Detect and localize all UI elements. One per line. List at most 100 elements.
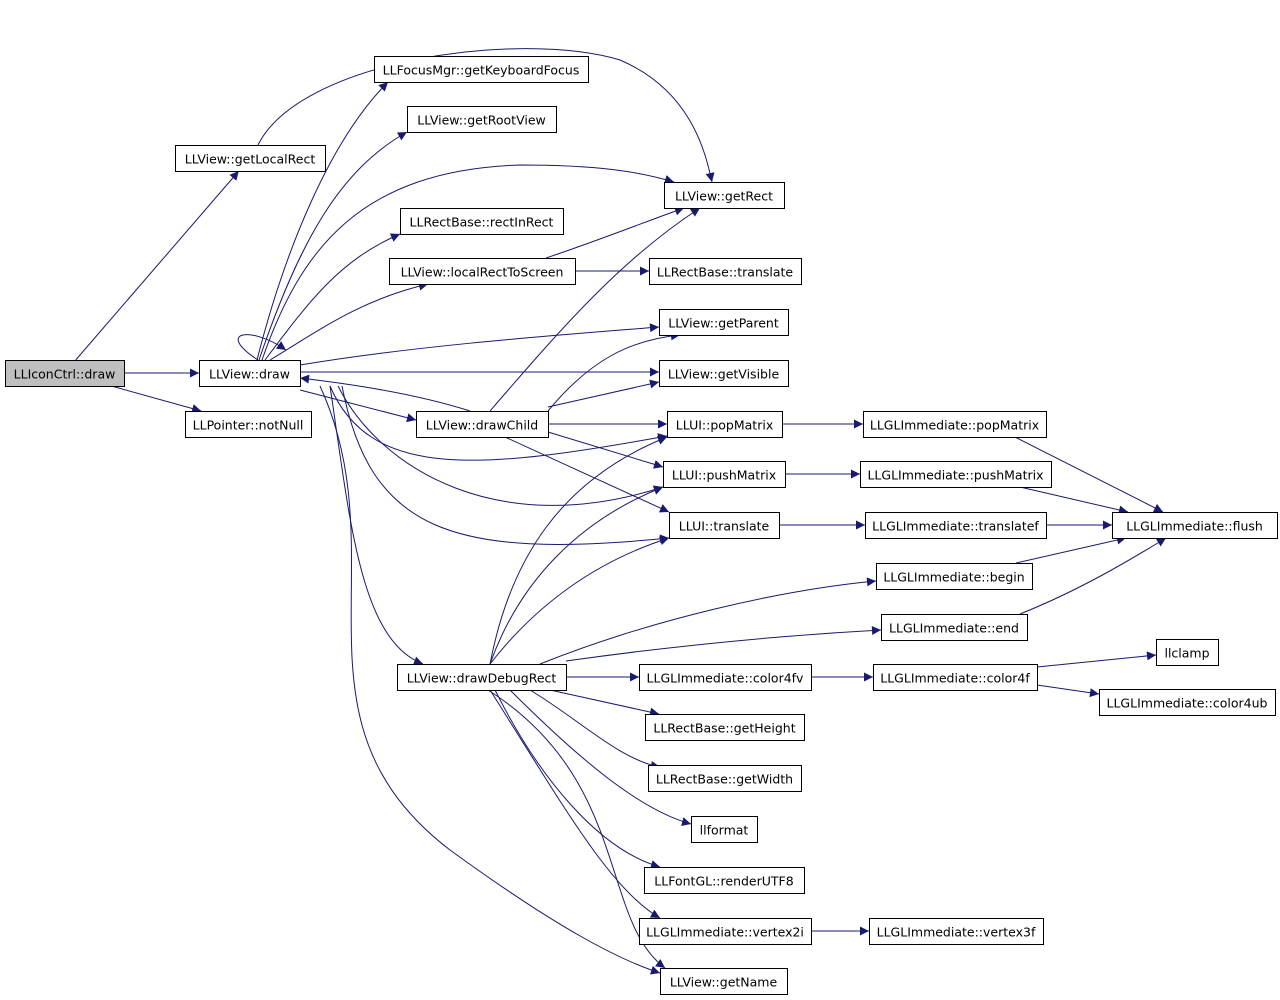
edge-dchild-to-getrect: [489, 207, 701, 412]
node-c4ub[interactable]: LLGLImmediate::color4ub: [1099, 689, 1276, 716]
node-label-flush: LLGLImmediate::flush: [1126, 519, 1263, 534]
edge-dchild-to-push: [547, 431, 664, 469]
node-box-notnull: [185, 411, 312, 438]
node-c4fv[interactable]: LLGLImmediate::color4fv: [639, 664, 812, 691]
node-begin[interactable]: LLGLImmediate::begin: [876, 563, 1033, 590]
node-box-rectin: [400, 208, 564, 235]
node-width[interactable]: LLRectBase::getWidth: [648, 765, 802, 792]
node-box-llformat: [691, 816, 758, 843]
node-label-gtrans: LLGLImmediate::translatef: [872, 519, 1039, 534]
node-push[interactable]: LLUI::pushMatrix: [663, 461, 786, 488]
node-rtrans[interactable]: LLRectBase::translate: [649, 258, 802, 285]
node-box-c4ub: [1099, 689, 1276, 716]
edge-ddebug-to-end: [565, 626, 882, 662]
node-label-vdraw: LLView::draw: [209, 367, 290, 382]
node-box-c4f: [873, 664, 1038, 691]
node-rectin[interactable]: LLRectBase::rectInRect: [400, 208, 564, 235]
node-llclamp[interactable]: llclamp: [1156, 639, 1219, 666]
edge-vdraw-to-ddebug: [329, 385, 424, 665]
edge-c4f-to-c4ub: [1036, 684, 1100, 698]
edge-dchild-to-visible: [547, 379, 660, 408]
node-end[interactable]: LLGLImmediate::end: [881, 614, 1028, 641]
edge-gpop-to-flush: [1014, 436, 1164, 513]
node-utrans[interactable]: LLUI::translate: [669, 512, 780, 539]
node-label-c4ub: LLGLImmediate::color4ub: [1107, 696, 1268, 711]
edge-ddebug-to-getname: [487, 689, 666, 969]
node-label-width: LLRectBase::getWidth: [656, 772, 793, 787]
node-label-rectin: LLRectBase::rectInRect: [410, 215, 554, 230]
edge-vdraw-to-parent: [299, 323, 660, 366]
node-gpush[interactable]: LLGLImmediate::pushMatrix: [860, 461, 1052, 488]
node-box-licon: [5, 360, 125, 387]
node-rootview[interactable]: LLView::getRootView: [407, 106, 557, 133]
node-focus[interactable]: LLFocusMgr::getKeyboardFocus: [374, 56, 589, 83]
edge-ddebug-to-llformat: [509, 689, 692, 826]
node-box-v2i: [639, 918, 812, 945]
node-label-gpush: LLGLImmediate::pushMatrix: [867, 468, 1043, 483]
node-licon[interactable]: LLIconCtrl::draw: [5, 360, 125, 387]
edge-ddebug-to-width: [529, 689, 661, 770]
node-label-utrans: LLUI::translate: [679, 519, 770, 534]
node-dchild[interactable]: LLView::drawChild: [416, 411, 549, 438]
node-llformat[interactable]: llformat: [691, 816, 758, 843]
edge-layer: [75, 48, 1167, 975]
node-box-v3f: [869, 918, 1044, 945]
node-c4f[interactable]: LLGLImmediate::color4f: [873, 664, 1038, 691]
node-box-gtrans: [865, 512, 1047, 539]
node-v2i[interactable]: LLGLImmediate::vertex2i: [639, 918, 812, 945]
node-getlocal[interactable]: LLView::getLocalRect: [175, 145, 326, 172]
node-flush[interactable]: LLGLImmediate::flush: [1112, 512, 1278, 539]
edge-vdraw-to-push: [337, 385, 664, 506]
node-box-llclamp: [1156, 639, 1219, 666]
node-notnull[interactable]: LLPointer::notNull: [185, 411, 312, 438]
edge-ddebug-to-begin: [539, 577, 877, 665]
node-visible[interactable]: LLView::getVisible: [659, 360, 789, 387]
node-parent[interactable]: LLView::getParent: [659, 309, 789, 336]
node-pop[interactable]: LLUI::popMatrix: [667, 411, 783, 438]
node-label-push: LLUI::pushMatrix: [672, 468, 776, 483]
node-label-llclamp: llclamp: [1164, 646, 1209, 661]
node-gtrans[interactable]: LLGLImmediate::translatef: [865, 512, 1047, 539]
node-label-dchild: LLView::drawChild: [426, 418, 538, 433]
node-label-getname: LLView::getName: [670, 975, 778, 990]
node-getrect[interactable]: LLView::getRect: [664, 182, 785, 209]
node-box-local2s: [389, 258, 576, 285]
edge-ddebug-to-push: [489, 486, 664, 665]
node-label-llformat: llformat: [700, 823, 749, 838]
node-box-ddebug: [397, 664, 567, 691]
node-box-parent: [659, 309, 789, 336]
node-box-end: [881, 614, 1028, 641]
node-label-c4fv: LLGLImmediate::color4fv: [647, 671, 805, 686]
node-box-flush: [1112, 512, 1278, 539]
edge-licon-to-getlocal: [75, 170, 240, 361]
edge-vdraw-to-vdraw: [237, 334, 287, 361]
node-label-ddebug: LLView::drawDebugRect: [407, 671, 557, 686]
node-getname[interactable]: LLView::getName: [660, 968, 788, 995]
edge-vdraw-to-rectin: [264, 233, 401, 361]
edge-gpush-to-flush: [1019, 486, 1129, 515]
node-render[interactable]: LLFontGL::renderUTF8: [644, 867, 805, 894]
node-label-visible: LLView::getVisible: [668, 367, 780, 382]
node-box-gpop: [863, 411, 1047, 438]
node-vdraw[interactable]: LLView::draw: [199, 360, 301, 387]
edge-getlocal-to-getrect: [257, 48, 715, 183]
node-box-utrans: [669, 512, 780, 539]
edge-ddebug-to-render: [494, 689, 661, 869]
node-gpop[interactable]: LLGLImmediate::popMatrix: [863, 411, 1047, 438]
edge-vdraw-to-utrans: [341, 385, 670, 545]
edge-ddebug-to-pop: [489, 436, 668, 665]
node-box-width: [648, 765, 802, 792]
node-box-getrect: [664, 182, 785, 209]
node-local2s[interactable]: LLView::localRectToScreen: [389, 258, 576, 285]
node-box-vdraw: [199, 360, 301, 387]
edge-dchild-to-utrans: [504, 436, 670, 513]
node-height[interactable]: LLRectBase::getHeight: [645, 714, 805, 741]
node-box-getname: [660, 968, 788, 995]
node-v3f[interactable]: LLGLImmediate::vertex3f: [869, 918, 1044, 945]
node-ddebug[interactable]: LLView::drawDebugRect: [397, 664, 567, 691]
node-label-rtrans: LLRectBase::translate: [657, 265, 794, 280]
node-box-rtrans: [649, 258, 802, 285]
node-box-push: [663, 461, 786, 488]
edge-vdraw-to-dchild: [299, 389, 417, 423]
